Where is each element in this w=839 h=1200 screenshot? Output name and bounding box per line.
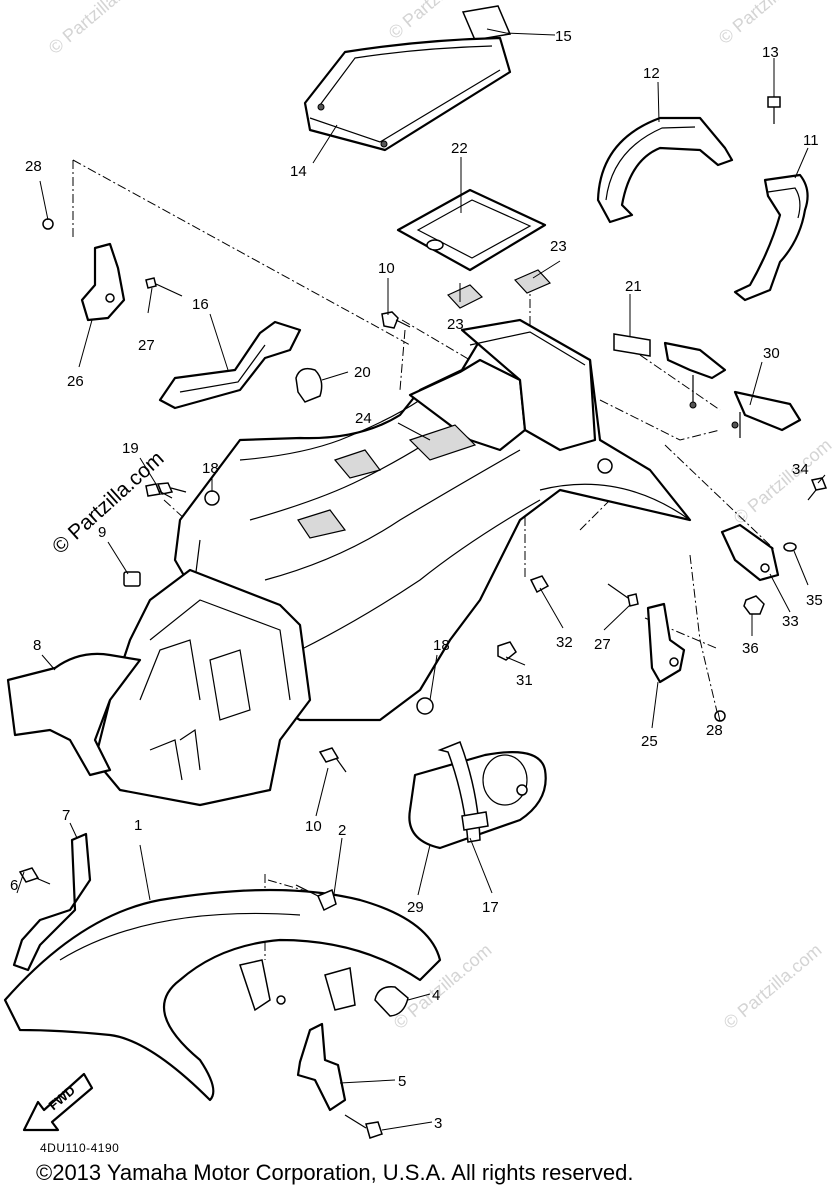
callout-30: 30 <box>763 345 780 362</box>
callout-6: 6 <box>10 877 18 894</box>
callout-33: 33 <box>782 613 799 630</box>
part-16-bracket <box>158 320 302 410</box>
part-3-bolt <box>344 1114 383 1139</box>
callout-32: 32 <box>556 634 573 651</box>
copyright-notice: ©2013 Yamaha Motor Corporation, U.S.A. A… <box>36 1160 634 1185</box>
callout-29: 29 <box>407 899 424 916</box>
callout-17: 17 <box>482 899 499 916</box>
part-29-tool-bag <box>408 751 547 850</box>
callout-11: 11 <box>803 132 819 149</box>
part-31-nut <box>497 641 517 661</box>
part-12-grab-handle <box>596 116 734 224</box>
callout-labels: 15 14 12 13 11 22 23 23 10 21 30 28 27 2… <box>10 28 823 1132</box>
part-2-bolt <box>295 884 337 912</box>
part-35-washer <box>783 542 797 552</box>
callout-13: 13 <box>762 44 779 61</box>
callout-15: 15 <box>555 28 572 45</box>
part-19-bolts <box>145 482 187 499</box>
callout-8: 8 <box>33 637 41 654</box>
part-27-pin-lower <box>607 583 639 607</box>
part-7-stay <box>12 832 92 972</box>
part-10-bolt-top <box>381 311 411 329</box>
leader-lines <box>16 28 826 1131</box>
callout-19: 19 <box>122 440 139 457</box>
part-18-grommet-right <box>416 697 434 715</box>
callout-26: 26 <box>67 373 84 390</box>
callout-28b: 28 <box>706 722 723 739</box>
part-18-grommet-left <box>204 490 220 506</box>
part-6-bolt <box>18 867 51 885</box>
callout-23b: 23 <box>550 238 567 255</box>
part-23-pads <box>446 269 552 309</box>
callout-5: 5 <box>398 1073 406 1090</box>
watermark: © Partzilla.com <box>45 0 151 58</box>
part-5-bracket <box>296 1022 347 1112</box>
part-4-grommet <box>374 986 409 1017</box>
part-26-stay <box>80 242 126 322</box>
part-36-nut <box>743 595 765 615</box>
part-8-flap <box>6 652 142 777</box>
battery-tray <box>93 568 312 807</box>
callout-16: 16 <box>192 296 209 313</box>
watermark: © Partzilla.com <box>720 940 826 1033</box>
main-rear-fender-assembly <box>173 318 692 722</box>
part-27-pin-top <box>145 277 183 297</box>
callout-18a: 18 <box>202 460 219 477</box>
callout-24: 24 <box>355 410 372 427</box>
watermark: © Partzilla.com <box>715 0 821 48</box>
part-30-bracket <box>663 341 802 438</box>
part-17-strap <box>437 741 489 843</box>
fwd-arrow-icon: FWD <box>22 1072 94 1132</box>
callout-23a: 23 <box>447 316 464 333</box>
callout-34: 34 <box>792 461 809 478</box>
part-10-bolt-lower <box>318 747 347 773</box>
callout-25: 25 <box>641 733 658 750</box>
callout-22: 22 <box>451 140 468 157</box>
callout-28a: 28 <box>25 158 42 175</box>
callout-12: 12 <box>643 65 660 82</box>
part-9-nut <box>123 571 141 587</box>
callout-10b: 10 <box>305 818 322 835</box>
callout-7: 7 <box>62 807 70 824</box>
callout-9: 9 <box>98 524 106 541</box>
part-28-nut-top <box>42 218 54 230</box>
part-25-stay <box>646 602 686 684</box>
callout-36: 36 <box>742 640 759 657</box>
diagram-code: 4DU110-4190 <box>40 1141 120 1155</box>
callout-3: 3 <box>434 1115 442 1132</box>
callout-2: 2 <box>338 822 346 839</box>
callout-10a: 10 <box>378 260 395 277</box>
callout-18b: 18 <box>433 637 450 654</box>
callout-27b: 27 <box>594 636 611 653</box>
part-20-clip <box>295 367 323 403</box>
callout-31: 31 <box>516 672 533 689</box>
callout-14: 14 <box>290 163 307 180</box>
part-15-decal <box>461 5 512 41</box>
part-34-bolt <box>807 477 828 501</box>
part-1-front-fender <box>3 888 442 1102</box>
part-14-cover <box>303 36 512 152</box>
part-33-plate <box>720 523 780 582</box>
part-11-handle <box>733 173 809 302</box>
part-21-block <box>613 333 651 357</box>
part-13-bolt <box>767 96 781 124</box>
part-22-lid <box>396 188 547 272</box>
callout-21: 21 <box>625 278 642 295</box>
callout-20: 20 <box>354 364 371 381</box>
callout-1: 1 <box>134 817 142 834</box>
callout-4: 4 <box>432 987 440 1004</box>
callout-27a: 27 <box>138 337 155 354</box>
part-32-nut <box>529 575 550 594</box>
callout-35: 35 <box>806 592 823 609</box>
